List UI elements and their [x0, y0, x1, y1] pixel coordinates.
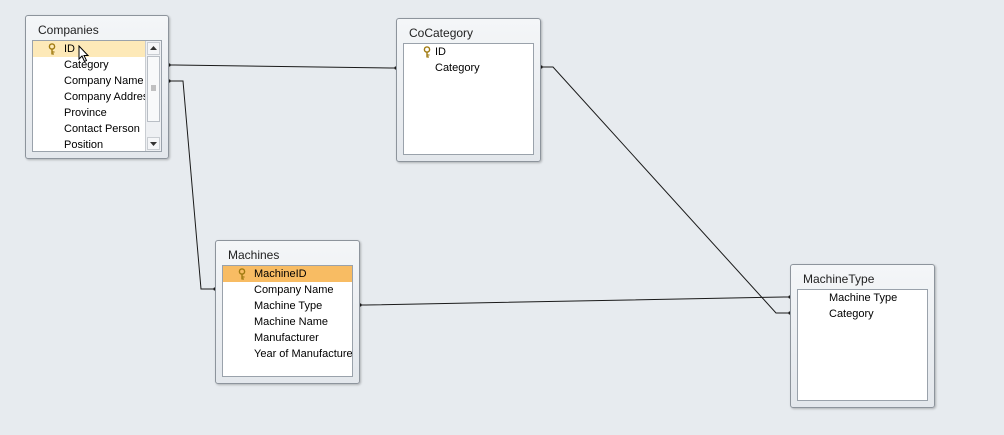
field-label: MachineID: [254, 268, 307, 280]
scrollbar-thumb[interactable]: [147, 56, 160, 122]
scroll-up-arrow-icon[interactable]: [147, 42, 160, 55]
field-label: Company Name: [64, 75, 144, 87]
vertical-scrollbar[interactable]: [145, 41, 161, 151]
field-label: Category: [64, 59, 109, 71]
scroll-down-arrow-icon[interactable]: [147, 137, 160, 150]
field-row[interactable]: Machine Type: [798, 290, 927, 306]
key-icon: [422, 46, 432, 58]
key-icon: [237, 268, 247, 280]
table-title-cocategory[interactable]: CoCategory: [409, 26, 474, 40]
field-list-companies[interactable]: ID Category Company Name Company Address…: [32, 40, 162, 152]
table-title-machinetype[interactable]: MachineType: [803, 272, 875, 286]
field-label: Category: [435, 62, 480, 74]
table-title-machines[interactable]: Machines: [228, 248, 280, 262]
relationship-machines-machinetype: [360, 296, 790, 306]
field-row[interactable]: Company Name: [33, 73, 145, 89]
field-label: Province: [64, 107, 107, 119]
field-row[interactable]: Contact Person: [33, 121, 145, 137]
field-row[interactable]: Machine Type: [223, 298, 352, 314]
field-label: Category: [829, 308, 874, 320]
field-row[interactable]: MachineID: [223, 266, 352, 282]
relationship-cocategory-machinetype: [541, 66, 790, 314]
field-list-cocategory[interactable]: ID Category: [403, 43, 534, 155]
table-companies[interactable]: Companies ID Category Company Name Compa…: [25, 15, 169, 159]
field-label: Contact Person: [64, 123, 140, 135]
field-row[interactable]: ID: [33, 41, 145, 57]
table-cocategory[interactable]: CoCategory ID Category: [396, 18, 541, 162]
field-label: Machine Type: [829, 292, 898, 304]
field-row[interactable]: ID: [404, 44, 533, 60]
field-row[interactable]: Company Address: [33, 89, 145, 105]
field-row[interactable]: Position: [33, 137, 145, 151]
field-label: Year of Manufacture: [254, 348, 352, 360]
field-row[interactable]: Company Name: [223, 282, 352, 298]
field-row[interactable]: Category: [404, 60, 533, 76]
field-row[interactable]: Category: [33, 57, 145, 73]
relationship-companies-machines: [169, 80, 215, 290]
field-row[interactable]: Manufacturer: [223, 330, 352, 346]
field-label: Company Name: [254, 284, 334, 296]
relationship-companies-cocategory: [169, 64, 396, 69]
field-list-machinetype[interactable]: Machine Type Category: [797, 289, 928, 401]
field-list-machines[interactable]: MachineID Company Name Machine Type Mach…: [222, 265, 353, 377]
field-label: Machine Type: [254, 300, 323, 312]
field-label: Position: [64, 139, 104, 151]
table-machines[interactable]: Machines MachineID Company Name Machine …: [215, 240, 360, 384]
table-title-companies[interactable]: Companies: [38, 23, 99, 37]
field-row[interactable]: Province: [33, 105, 145, 121]
field-label: Manufacturer: [254, 332, 319, 344]
field-row[interactable]: Category: [798, 306, 927, 322]
table-machinetype[interactable]: MachineType Machine Type Category: [790, 264, 935, 408]
key-icon: [47, 43, 57, 55]
field-label: ID: [435, 46, 446, 58]
mouse-pointer-icon: [78, 45, 90, 63]
field-label: Company Address: [64, 91, 145, 103]
field-row[interactable]: Year of Manufacture: [223, 346, 352, 362]
field-label: Machine Name: [254, 316, 328, 328]
field-row[interactable]: Machine Name: [223, 314, 352, 330]
field-label: ID: [64, 43, 75, 55]
